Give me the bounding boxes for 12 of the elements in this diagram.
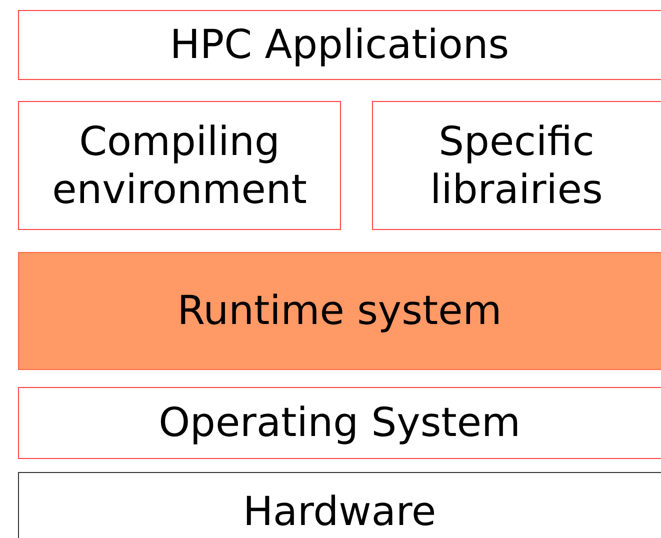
layer-label: Operating System <box>158 399 520 447</box>
layer-label: Specific librairies <box>429 118 604 214</box>
highlighted-layer-box <box>18 252 661 370</box>
layer-label: Runtime system <box>177 287 502 335</box>
layer-box <box>18 101 341 230</box>
layer-box <box>18 472 661 538</box>
layer-box <box>18 387 661 459</box>
layer-label: Compiling environment <box>51 118 308 214</box>
layer-box <box>372 101 661 230</box>
layer-box <box>18 10 661 80</box>
layer-label: Hardware <box>242 488 436 536</box>
layer-label: HPC Applications <box>170 21 510 69</box>
